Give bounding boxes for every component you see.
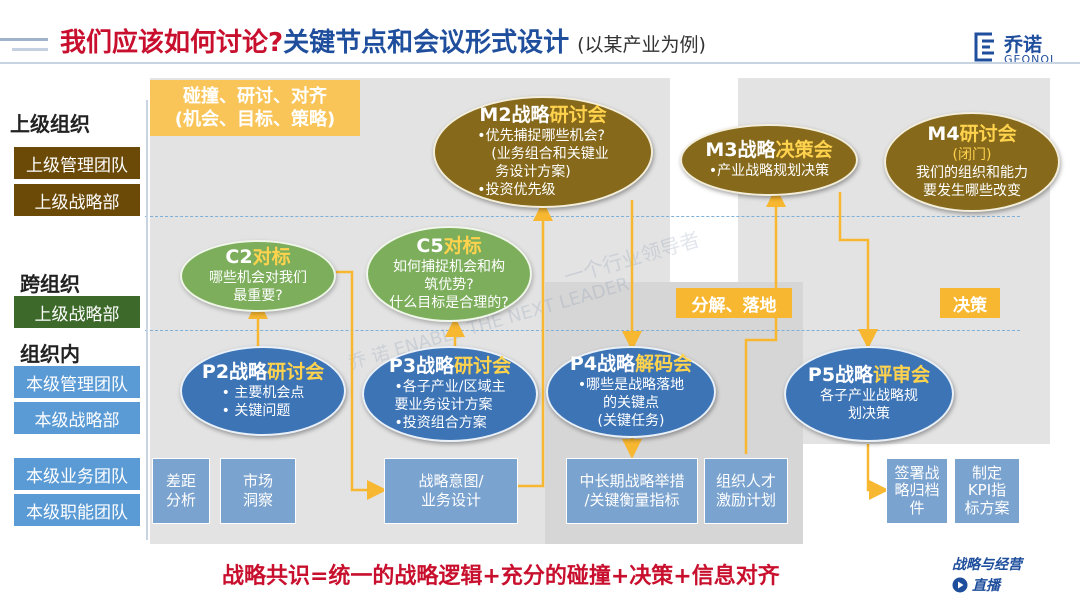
sidebar-within-org: 组织内 — [20, 342, 80, 366]
sidebar-local-team: 本级管理团队 — [14, 366, 140, 398]
footer-slogan: 战略共识=统一的战略逻辑+充分的碰撞+决策+信息对齐 — [222, 564, 780, 589]
divider-lower — [145, 330, 1020, 331]
midlong-initiatives-box[interactable]: 中长期战略举措/关键衡量指标 — [566, 458, 698, 524]
sidebar-cross-org: 跨组织 — [20, 272, 80, 296]
brand-mark: 战略与经营 直播 — [952, 554, 1062, 594]
brand-line1: 战略与经营 — [952, 557, 1022, 573]
header-divider — [0, 62, 1080, 64]
geonol-logo-icon — [974, 32, 994, 62]
sidebar-divider — [146, 100, 148, 540]
m3-node[interactable]: M3战略决策会 •产业战略规划决策 — [680, 124, 858, 196]
sign-archive-box[interactable]: 签署战略归档件 — [886, 458, 948, 524]
divider-upper — [145, 216, 1020, 217]
connector-talent-m3 — [744, 187, 786, 454]
p2-node[interactable]: P2战略研讨会 • 主要机会点 • 关键问题 — [180, 346, 346, 436]
sidebar-upper-org: 上级组织 — [10, 112, 90, 136]
sidebar-upper-strategy: 上级战略部 — [14, 184, 140, 216]
sidebar-local-strategy: 本级战略部 — [14, 402, 140, 434]
header-decoration-2 — [12, 48, 48, 51]
c2-node[interactable]: C2对标 哪些机会对我们 最重要? — [180, 240, 336, 312]
connector-c2-c5 — [336, 270, 387, 500]
page-title: 我们应该如何讨论?关键节点和会议形式设计(以某产业为例) — [60, 28, 706, 58]
sidebar-cross-strategy: 上级战略部 — [14, 296, 140, 328]
market-insight-box[interactable]: 市场洞察 — [220, 458, 296, 524]
gap-analysis-box[interactable]: 差距分析 — [152, 458, 210, 524]
header-decoration — [0, 38, 48, 41]
connector-intent-m2 — [518, 201, 553, 488]
sidebar-function-team: 本级职能团队 — [14, 494, 140, 526]
connector-m3-p5 — [838, 192, 878, 349]
brand-line2: 直播 — [972, 578, 1000, 594]
connector-p5-sign — [866, 444, 889, 500]
sidebar-business-team: 本级业务团队 — [14, 458, 140, 490]
p3-node[interactable]: P3战略研讨会 •各子产业/区域主 要业务设计方案 •投资组合方案 — [362, 346, 538, 442]
decompose-tag: 分解、落地 — [676, 288, 792, 318]
strategy-intent-box[interactable]: 战略意图/业务设计 — [384, 458, 518, 524]
m2-node[interactable]: M2战略研讨会 •优先捕捉哪些机会? (业务组合和关键业 务设计方案) •投资优… — [433, 96, 653, 208]
logo-name: 乔诺 — [1004, 34, 1043, 56]
brand-line2-row: 直播 — [952, 575, 1062, 595]
p5-node[interactable]: P5战略评审会 各子产业战略规 划决策 — [784, 346, 954, 442]
c5-node[interactable]: C5对标 如何捕捉机会和构 筑优势? 什么目标是合理的? — [366, 226, 532, 322]
decide-tag: 决策 — [940, 288, 1000, 318]
sidebar-upper-team: 上级管理团队 — [14, 147, 140, 179]
m4-node[interactable]: M4研讨会 (闭门) 我们的组织和能力 要发生哪些改变 — [884, 112, 1060, 212]
play-icon — [952, 577, 968, 593]
talent-incentive-box[interactable]: 组织人才激励计划 — [704, 458, 788, 524]
p4-node[interactable]: P4战略解码会 •哪些是战略落地 的关键点 (关键任务) — [546, 346, 716, 438]
top-tag: 碰撞、研讨、对齐 (机会、目标、策略) — [150, 80, 360, 136]
